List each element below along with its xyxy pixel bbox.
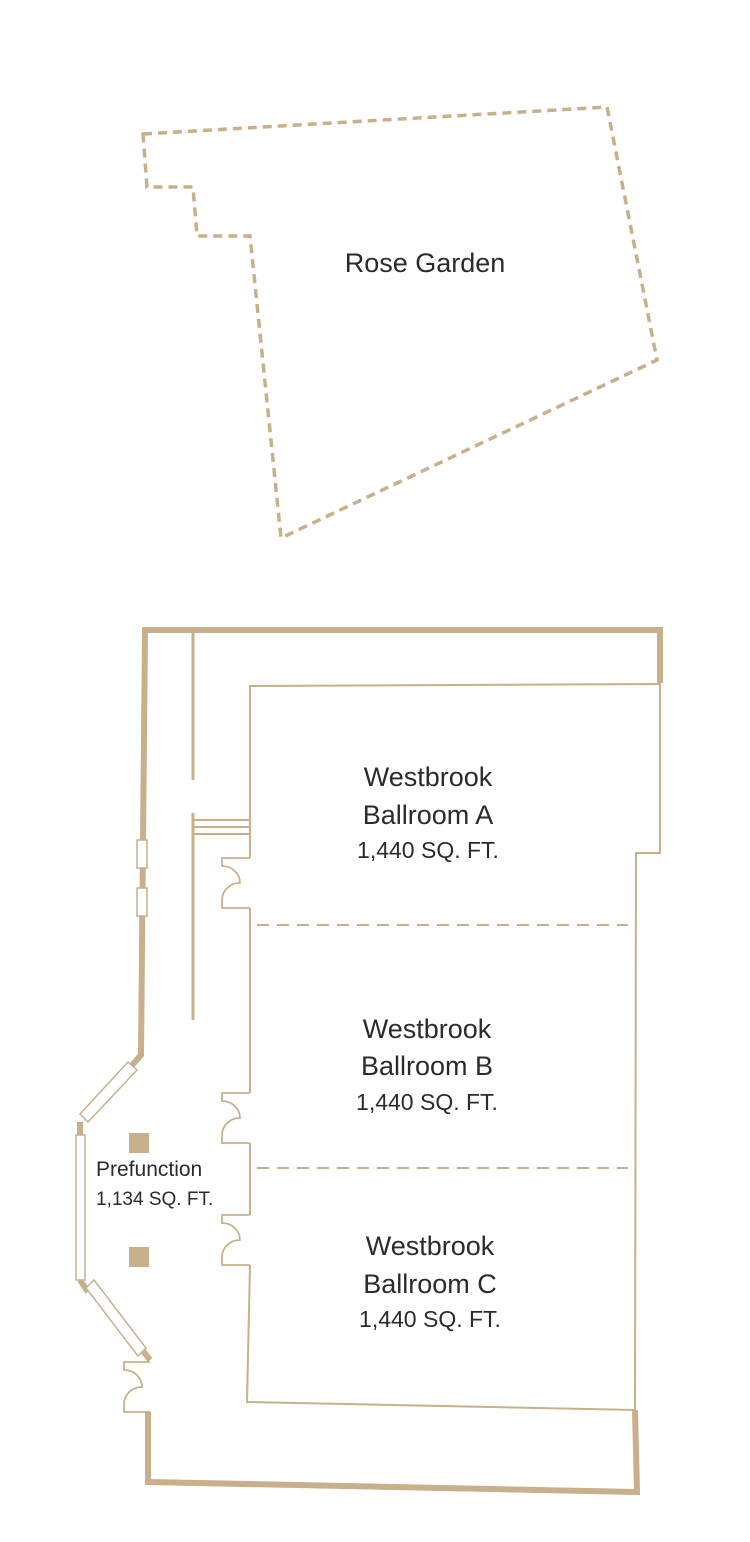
door-ballroom-b [221, 1092, 250, 1144]
door-prefunction-exit [123, 1361, 150, 1413]
rose-garden-area[interactable]: Rose Garden [141, 105, 659, 541]
room-area: 1,440 SQ. FT. [359, 1306, 501, 1332]
column [129, 1133, 149, 1153]
room-name: Ballroom B [361, 1051, 493, 1081]
room-prefunction[interactable]: Prefunction 1,134 SQ. FT. [96, 1158, 213, 1210]
corridor-wall [191, 632, 250, 1020]
room-name: Westbrook [364, 762, 493, 792]
room-name: Ballroom A [363, 800, 494, 830]
room-ballroom-a[interactable]: Westbrook Ballroom A 1,440 SQ. FT. [357, 762, 499, 863]
room-name: Westbrook [363, 1014, 492, 1044]
door-ballroom-c [221, 1214, 250, 1266]
column [129, 1247, 149, 1267]
windows [75, 839, 148, 1358]
room-area: 1,440 SQ. FT. [356, 1089, 498, 1115]
room-area: 1,134 SQ. FT. [96, 1189, 213, 1210]
rose-garden-outline [141, 105, 659, 541]
room-ballroom-b[interactable]: Westbrook Ballroom B 1,440 SQ. FT. [356, 1014, 498, 1115]
room-name: Westbrook [366, 1231, 495, 1261]
room-name: Prefunction [96, 1158, 202, 1181]
doors[interactable] [123, 857, 250, 1413]
room-name: Ballroom C [363, 1269, 497, 1299]
door-ballroom-a [221, 857, 250, 909]
room-area: 1,440 SQ. FT. [357, 837, 499, 863]
ballroom-outline [245, 682, 661, 1412]
room-ballroom-c[interactable]: Westbrook Ballroom C 1,440 SQ. FT. [359, 1231, 501, 1332]
rose-garden-label: Rose Garden [345, 248, 506, 278]
